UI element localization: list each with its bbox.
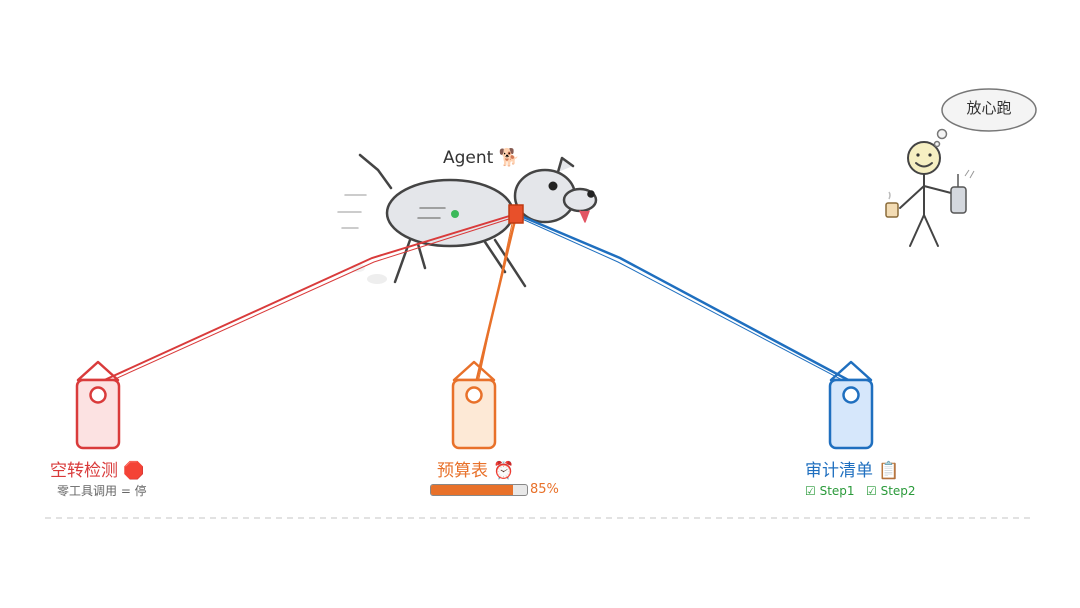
leash-blue <box>515 212 853 384</box>
motion-lines <box>337 194 367 229</box>
agent-dog-icon <box>358 153 598 288</box>
thought-bubble <box>933 88 1037 148</box>
node-caption-idle-detection: 零工具调用 = 停 <box>57 484 147 498</box>
tag-budget <box>451 360 497 450</box>
budget-progress-percent: 85% <box>530 482 559 497</box>
harness-clip <box>508 204 524 224</box>
thought-bubble-text: 放心跑 <box>966 99 1012 117</box>
leash-red <box>99 213 517 385</box>
node-title-budget: 预算表 ⏰ <box>437 461 515 481</box>
user-stick-figure-icon <box>899 141 956 247</box>
node-title-audit: 审计清单 📋 <box>805 461 900 481</box>
audit-check-step2: ☑ Step2 <box>866 484 916 498</box>
stop-sign-icon: 🛑 <box>123 461 145 481</box>
budget-progress-bar <box>430 484 528 496</box>
status-dot <box>451 210 459 218</box>
agent-label: Agent 🐕 <box>443 148 520 168</box>
coffee-cup-icon <box>885 191 899 218</box>
tag-audit <box>828 360 874 450</box>
leash-orange <box>474 215 518 384</box>
node-title-idle-detection: 空转检测 🛑 <box>50 461 145 481</box>
budget-progress-fill <box>431 485 513 495</box>
remote-control-icon <box>950 169 975 214</box>
audit-check-step1: ☑ Step1 <box>805 484 855 498</box>
clipboard-icon: 📋 <box>878 461 900 481</box>
dust-puff <box>367 274 387 284</box>
alarm-clock-icon: ⏰ <box>493 461 515 481</box>
tag-idle-detection <box>75 360 121 450</box>
